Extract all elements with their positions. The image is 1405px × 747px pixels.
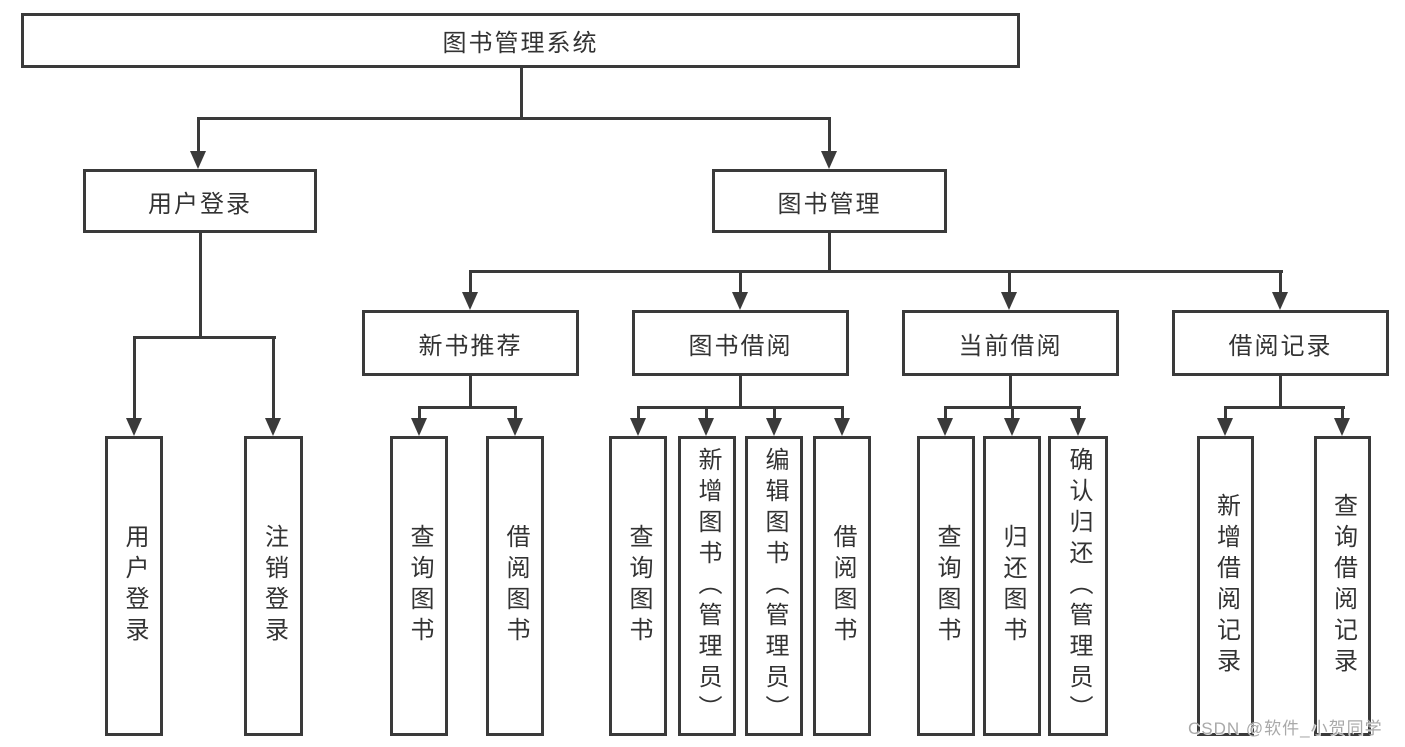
connector-line [469,270,472,294]
arrowhead-down-icon [1004,418,1020,436]
node-query-borrow-record: 查询借阅记录 [1314,436,1371,736]
connector-line [1279,376,1282,406]
arrowhead-down-icon [126,418,142,436]
node-edit-books-admin: 编辑图书（管理员） [745,436,803,736]
connector-line [514,406,517,420]
arrowhead-down-icon [1334,418,1350,436]
connector-line [469,270,1283,273]
connector-line [199,233,202,336]
connector-line [1009,376,1012,406]
connector-line [520,68,523,117]
node-label: 注销登录 [260,524,288,648]
arrowhead-down-icon [265,418,281,436]
node-add-borrow-record: 新增借阅记录 [1197,436,1254,736]
connector-line [418,406,421,420]
connector-line [739,376,742,406]
arrowhead-down-icon [732,292,748,310]
node-query-books-borrowing: 查询图书 [609,436,667,736]
arrowhead-down-icon [834,418,850,436]
node-label: 新书推荐 [418,332,523,360]
node-label: 借阅图书 [829,524,856,648]
connector-line [1224,406,1227,420]
node-book-borrowing: 图书借阅 [632,310,849,376]
node-label: 图书借阅 [688,332,793,360]
node-label: 归还图书 [999,524,1026,648]
node-confirm-return-admin: 确认归还（管理员） [1048,436,1108,736]
arrowhead-down-icon [507,418,523,436]
arrowhead-down-icon [1001,292,1017,310]
node-label: 查询图书 [933,524,960,648]
connector-line [739,270,742,294]
arrowhead-down-icon [1070,418,1086,436]
connector-line [272,336,275,420]
node-label: 确认归还（管理员） [1065,446,1092,726]
node-label: 当前借阅 [958,332,1063,360]
connector-line [705,406,708,420]
connector-line [1224,406,1345,409]
node-label: 用户登录 [148,190,252,218]
connector-line [637,406,844,409]
connector-line [197,117,831,120]
arrowhead-down-icon [937,418,953,436]
connector-line [637,406,640,420]
node-borrow-books-borrowing: 借阅图书 [813,436,871,736]
node-label: 新增图书（管理员） [694,446,721,726]
node-label: 图书管理系统 [442,30,599,57]
connector-line [1279,270,1282,294]
node-query-books-recommend: 查询图书 [390,436,448,736]
node-label: 查询借阅记录 [1329,493,1357,679]
node-current-borrowing: 当前借阅 [902,310,1119,376]
arrowhead-down-icon [462,292,478,310]
node-label: 用户登录 [121,524,148,648]
connector-line [1008,270,1011,294]
node-label: 图书管理 [777,190,882,218]
node-label: 查询图书 [406,524,433,648]
arrowhead-down-icon [1272,292,1288,310]
connector-line [133,336,276,339]
node-query-books-current: 查询图书 [917,436,975,736]
connector-line [1011,406,1014,420]
connector-line [418,406,517,409]
node-book-management: 图书管理 [712,169,947,233]
node-user-login: 用户登录 [83,169,317,233]
connector-line [828,117,831,151]
connector-line [1341,406,1344,420]
node-new-book-recommend: 新书推荐 [362,310,579,376]
arrowhead-down-icon [630,418,646,436]
arrowhead-down-icon [821,151,837,169]
arrowhead-down-icon [698,418,714,436]
node-label: 借阅图书 [502,524,529,648]
node-logout-action: 注销登录 [244,436,303,736]
arrowhead-down-icon [1217,418,1233,436]
node-add-books-admin: 新增图书（管理员） [678,436,736,736]
connector-line [469,376,472,406]
node-label: 查询图书 [625,524,652,648]
node-label: 借阅记录 [1228,332,1333,360]
connector-line [841,406,844,420]
node-borrow-books-recommend: 借阅图书 [486,436,544,736]
node-borrowing-records: 借阅记录 [1172,310,1389,376]
connector-line [944,406,947,420]
csdn-watermark: CSDN @软件_小贺同学 [1188,719,1383,738]
connector-line [1077,406,1080,420]
node-return-books: 归还图书 [983,436,1041,736]
connector-line [133,336,136,420]
connector-line [773,406,776,420]
arrowhead-down-icon [411,418,427,436]
node-label: 新增借阅记录 [1212,493,1240,679]
node-library-management-system: 图书管理系统 [21,13,1020,68]
connector-line [828,233,831,270]
arrowhead-down-icon [766,418,782,436]
node-label: 编辑图书（管理员） [761,446,788,726]
connector-line [197,117,200,151]
arrowhead-down-icon [190,151,206,169]
node-user-login-action: 用户登录 [105,436,163,736]
